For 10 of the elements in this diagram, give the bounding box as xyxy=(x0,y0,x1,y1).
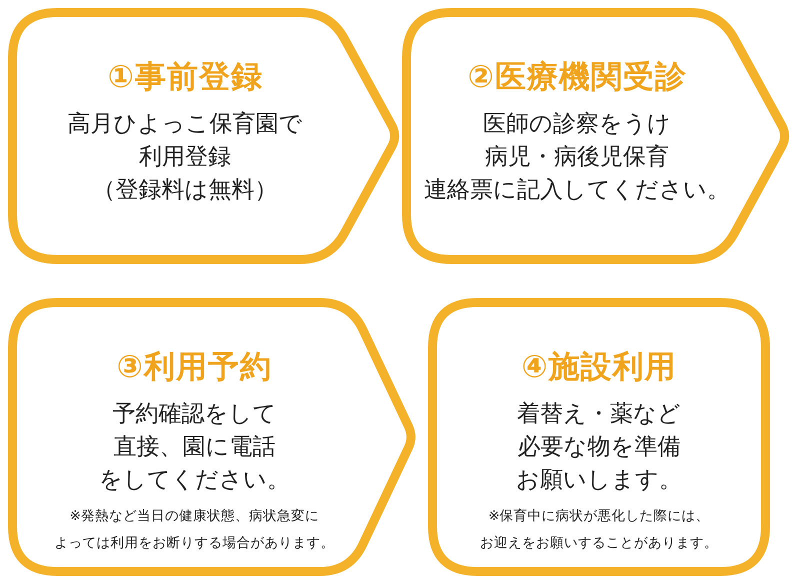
step-heading: ④施設利用 xyxy=(521,348,677,387)
step-heading: ①事前登録 xyxy=(108,58,263,97)
step-description: 着替え・薬など必要な物を準備お願いします。 xyxy=(516,400,682,495)
footnote: ※保育中に病状が悪化した際には、お迎えをお願いすることがあります。 xyxy=(480,507,718,553)
step-heading: ②医療機関受診 xyxy=(468,58,687,97)
footnote: ※発熱など当日の健康状態、病状急変によっては利用をお断りする場合があります。 xyxy=(54,507,334,553)
step-description: 医師の診察をうけ病児・病後児保育連絡票に記入してください。 xyxy=(424,110,730,205)
step-heading: ③利用予約 xyxy=(116,348,272,387)
step-description: 予約確認をして直接、園に電話をしてください。 xyxy=(98,400,290,495)
step-description: 高月ひよっこ保育園で利用登録（登録料は無料） xyxy=(68,110,303,205)
